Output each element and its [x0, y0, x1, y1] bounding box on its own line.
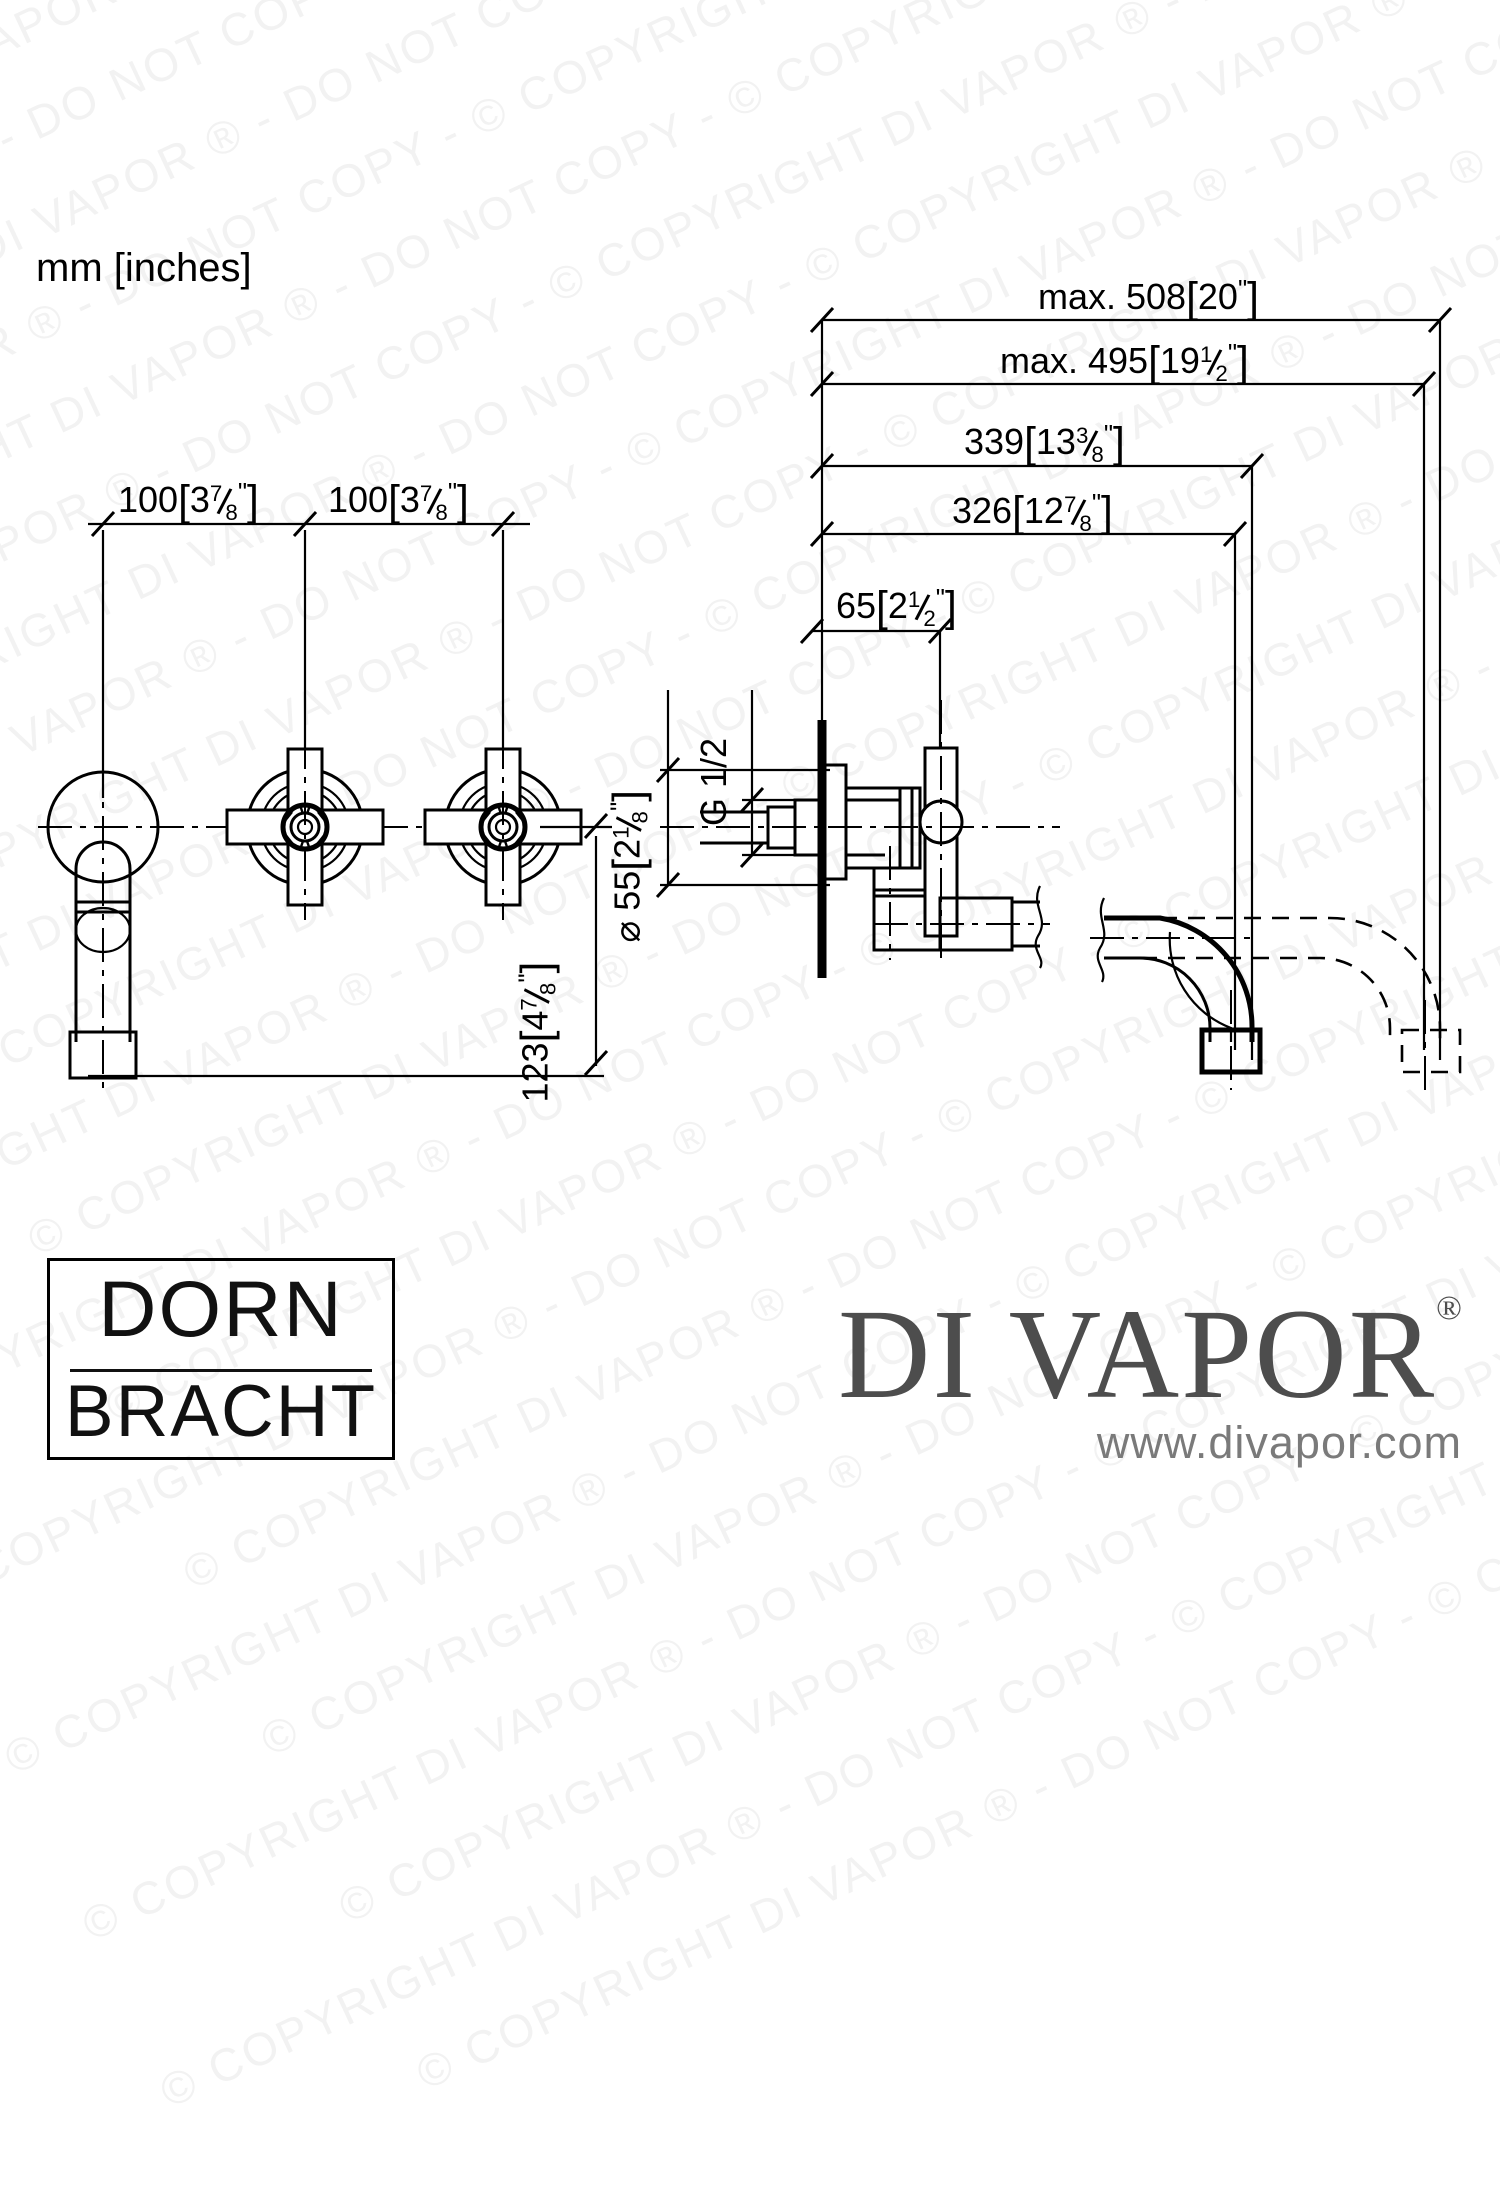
dimension-reach-outer: 339[133/8"]	[964, 419, 1125, 468]
registered-trademark-icon: ®	[1436, 1290, 1462, 1328]
dimension-spacing-left: 100[37/8"]	[118, 477, 259, 526]
dim-value-mm: 100	[118, 479, 179, 520]
spout-front	[46, 760, 160, 1090]
dimension-rosette-diameter: ⌀ 55[21/8"]	[605, 790, 653, 943]
dornbracht-logo-divider	[70, 1369, 372, 1372]
divapor-logo: DI VAPOR® www.divapor.com	[838, 1290, 1462, 1465]
label-thread-size: G 1/2	[693, 737, 734, 826]
dimension-max-reach-inner: max. 495[191/2"]	[1000, 338, 1249, 387]
valve-side-assembly	[660, 700, 1060, 978]
dimension-wall-projection: 65[21/2"]	[836, 583, 957, 632]
dornbracht-logo: DORN BRACHT	[47, 1258, 395, 1460]
dimension-spacing-right: 100[37/8"]	[328, 477, 469, 526]
cross-handle-left	[225, 735, 385, 920]
side-view-group	[655, 306, 1462, 1090]
spout-side-phantom	[1140, 916, 1462, 1090]
divapor-wordmark: DI VAPOR®	[838, 1290, 1462, 1418]
dornbracht-logo-line1: DORN	[98, 1264, 344, 1353]
units-note: mm [inches]	[36, 246, 252, 290]
drawing-canvas: .s { fill:none; stroke:#000; stroke-widt…	[38, 306, 1462, 1090]
divapor-name-text: DI VAPOR	[838, 1283, 1437, 1425]
dornbracht-logo-line2: BRACHT	[64, 1371, 378, 1452]
spout-side-solid	[1090, 897, 1263, 1090]
front-height-dimension	[88, 812, 612, 1078]
dimension-spout-height: 123[47/8"]	[513, 961, 561, 1103]
dimension-reach-inner: 326[127/8"]	[952, 488, 1113, 537]
dimension-max-reach-outer: max. 508[20"]	[1038, 274, 1259, 322]
divapor-url: www.divapor.com	[1096, 1417, 1462, 1468]
front-view-group	[38, 510, 612, 1090]
diameter-icon: ⌀	[606, 910, 648, 943]
rosette-thread-dimensions	[655, 690, 830, 899]
front-dimension-lines	[88, 510, 530, 798]
side-dimension-lines	[799, 306, 1453, 1060]
